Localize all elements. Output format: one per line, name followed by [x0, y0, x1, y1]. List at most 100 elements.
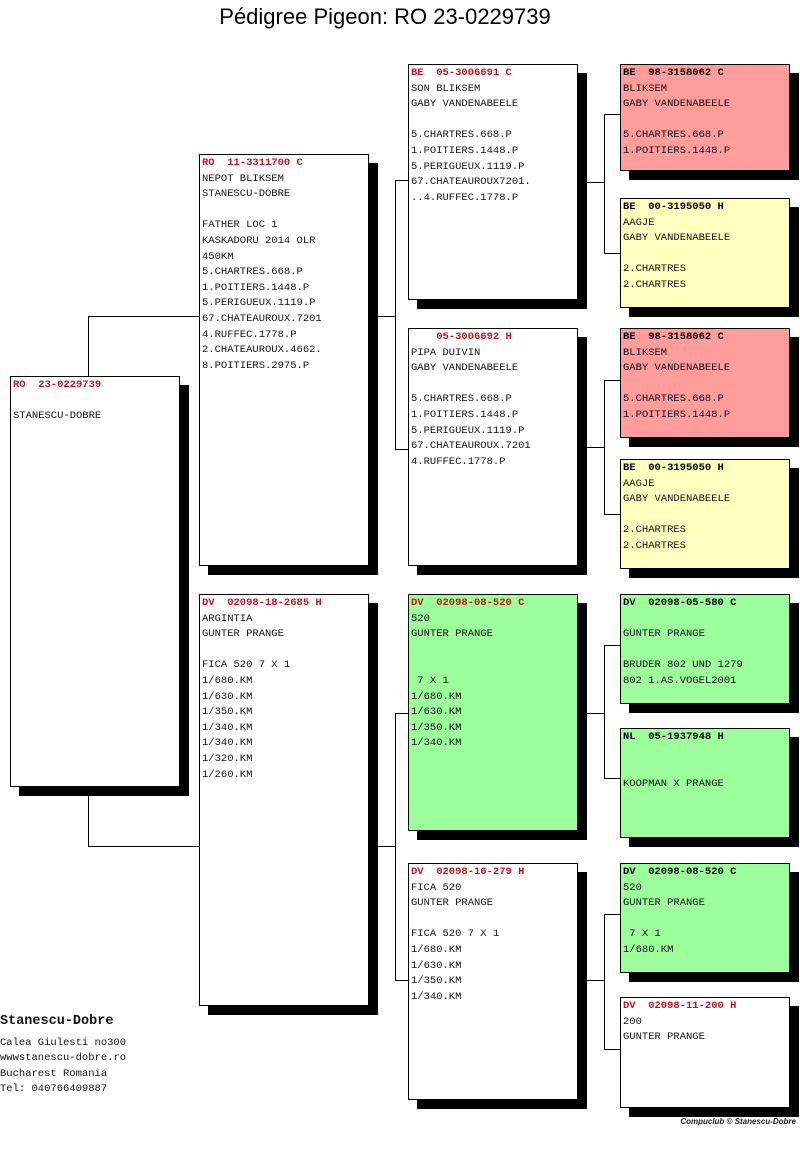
pigeon-info-line: 1.POITIERS.1448.P [411, 408, 519, 421]
pigeon-info-line: GABY VANDENABEELE [623, 98, 731, 111]
connector [587, 447, 605, 448]
pigeon-info-line: 1.POITIERS.1448.P [623, 408, 731, 421]
connector [378, 316, 396, 317]
pigeon-info-line: 5.CHARTRES.668.P [411, 129, 512, 142]
pigeon-info-line: GABY VANDENABEELE [411, 362, 519, 375]
pigeon-card-mf-dam: NL 05-1937948 H KOOPMAN X PRANGE [620, 728, 790, 838]
breeder-name: Stanescu-Dobre [0, 1014, 114, 1029]
breeder-website[interactable]: wwwstanescu-dobre.ro [0, 1052, 127, 1065]
connector [604, 253, 620, 254]
connector [604, 380, 620, 381]
connector [395, 180, 396, 450]
pigeon-info-line: 7 X 1 [411, 674, 449, 687]
pigeon-info-line: 1.POITIERS.1448.P [202, 281, 310, 294]
pigeon-info-line: 2.CHATEAUROUX.4662. [202, 344, 322, 357]
ring-number: RO 23-0229739 [13, 379, 102, 391]
pigeon-info-line: GUNTER PRANGE [623, 628, 705, 641]
connector [395, 180, 408, 181]
connector [587, 713, 605, 714]
pigeon-info-line: 2.CHARTRES [623, 539, 687, 552]
pigeon-info-line: 200 [623, 1015, 642, 1028]
pigeon-info-line: 1.POITIERS.1448.P [411, 144, 519, 157]
pigeon-info-line: 520 [623, 881, 642, 894]
connector [88, 316, 200, 317]
pigeon-info-line: GABY VANDENABEELE [623, 493, 731, 506]
pigeon-info-line: 8.POITIERS.2975.P [202, 359, 310, 372]
pigeon-info-line: 450KM [202, 250, 234, 263]
connector [395, 449, 408, 450]
connector [88, 316, 89, 376]
pigeon-info-line: 1/680.KM [411, 943, 462, 956]
pigeon-card-father: RO 11-3311700 C NEPOT BLIKSEM STANESCU-DOB… [199, 154, 369, 566]
ring-number: DV 02098-11-200 H [623, 1000, 737, 1012]
connector [395, 713, 396, 981]
ring-number: BE 98-3158062 C [623, 67, 724, 79]
pigeon-info-line: 520 [411, 612, 430, 625]
pigeon-info-line: 5.PERIGUEUX.1119.P [411, 424, 525, 437]
pigeon-info-line [623, 761, 787, 777]
connector [88, 846, 200, 847]
pigeon-info-line [411, 912, 575, 928]
ring-number: DV 02098-08-520 C [411, 597, 525, 609]
pigeon-info-line: FATHER LOC 1 [202, 219, 278, 232]
pigeon-info-line [411, 377, 575, 393]
ring-number: DV 02098-18-2685 H [202, 597, 322, 609]
pigeon-info-line: 4.RUFFEC.1778.P [411, 455, 506, 468]
ring-number: NL 05-1937948 H [623, 731, 724, 743]
pigeon-info-line: GABY VANDENABEELE [623, 362, 731, 375]
pigeon-info-line: GABY VANDENABEELE [623, 232, 731, 245]
connector [604, 645, 605, 779]
ring-number: BE 98-3158062 C [623, 331, 724, 343]
connector [604, 914, 605, 1050]
pigeon-info-line: BLIKSEM [623, 82, 668, 95]
pigeon-info-line: GUNTER PRANGE [623, 1031, 705, 1044]
connector [88, 787, 89, 847]
pigeon-info-line: 1/350.KM [411, 975, 462, 988]
ring-number: 05-3006692 H [411, 331, 512, 343]
pigeon-info-line: STANESCU-DOBRE [202, 188, 291, 201]
pigeon-info-line [411, 643, 575, 659]
pigeon-card-fm-dam: BE 00-3195050 H AAGJE GABY VANDENABEELE 2.C… [620, 459, 790, 569]
pigeon-info-line: KOOPMAN X PRANGE [623, 777, 724, 790]
pigeon-info-line: 67.CHATEAUROUX.7201 [202, 312, 322, 325]
pigeon-info-line: 5.CHARTRES.668.P [623, 393, 724, 406]
ring-number: BE 05-3006691 C [411, 67, 512, 79]
pigeon-info-line [13, 394, 177, 410]
pigeon-info-line: AAGJE [623, 477, 655, 490]
pigeon-info-line: 67.CHATEAUROUX.7201 [411, 440, 531, 453]
pigeon-info-line: FICA 520 7 X 1 [202, 659, 291, 672]
ring-number: BE 00-3195050 H [623, 201, 724, 213]
connector [604, 1049, 620, 1050]
pigeon-info-line: GUNTER PRANGE [202, 628, 284, 641]
pigeon-info-line: 5.PERIGUEUX.1119.P [202, 297, 316, 310]
connector [395, 713, 408, 714]
pigeon-info-line [623, 643, 787, 659]
connector [604, 914, 620, 915]
pigeon-info-line: 1/260.KM [202, 768, 253, 781]
pigeon-info-line: 67.CHATEAUROUX7201. [411, 176, 531, 189]
pigeon-info-line: 5.CHARTRES.668.P [202, 266, 303, 279]
ring-number: RO 11-3311700 C [202, 157, 303, 169]
pigeon-info-line: STANESCU-DOBRE [13, 410, 102, 423]
connector [604, 778, 620, 779]
pigeon-info-line: 4.RUFFEC.1778.P [202, 328, 297, 341]
ring-number: BE 00-3195050 H [623, 462, 724, 474]
pigeon-info-line: 1/630.KM [411, 959, 462, 972]
pigeon-info-line [623, 612, 787, 628]
pigeon-info-line: 7 X 1 [623, 928, 661, 941]
ring-number: DV 02098-08-520 C [623, 866, 737, 878]
pigeon-info-line: NEPOT BLIKSEM [202, 172, 284, 185]
pigeon-info-line: 1/680.KM [411, 690, 462, 703]
breeder-phone: Tel: 040766409887 [0, 1083, 108, 1096]
ring-number: DV 02098-16-279 H [411, 866, 525, 878]
pigeon-info-line: ARGINTIA [202, 612, 253, 625]
pigeon-info-line: 1/320.KM [202, 752, 253, 765]
pigeon-info-line: 1.POITIERS.1448.P [623, 144, 731, 157]
